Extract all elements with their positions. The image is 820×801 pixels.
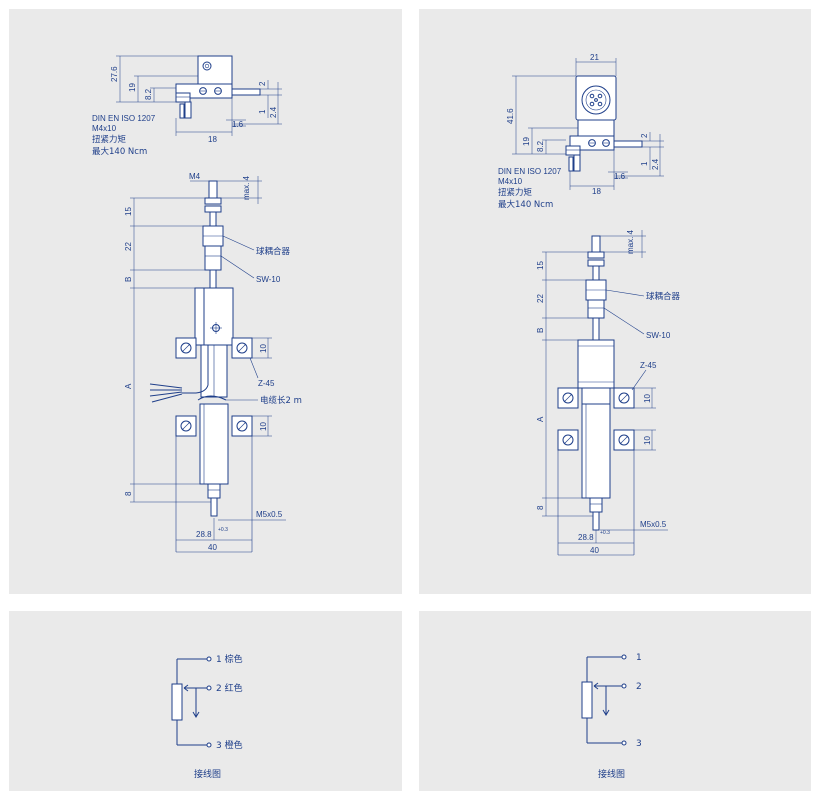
- left-dim-27-6: 27.6: [110, 66, 119, 82]
- left-dim-28-8: 28.8: [196, 530, 212, 539]
- right-top-view: [512, 58, 664, 190]
- right-dim-m5: M5x0.5: [640, 520, 667, 529]
- right-m4x10-label: M4x10: [498, 177, 523, 186]
- right-dim-2-4: 2.4: [651, 158, 660, 170]
- left-dim-22: 22: [124, 242, 133, 251]
- left-dim-19: 19: [128, 83, 137, 92]
- left-dim-15: 15: [124, 207, 133, 216]
- right-dim-15: 15: [536, 261, 545, 270]
- right-pin2-label: 2: [636, 682, 642, 692]
- right-dim-8-2: 8.2: [536, 140, 545, 152]
- right-dim-40: 40: [590, 546, 599, 555]
- left-dim-8-2: 8.2: [144, 88, 153, 100]
- right-pin3-label: 3: [636, 739, 642, 749]
- left-pin2-label: 2 红色: [216, 682, 243, 694]
- left-dim-10a: 10: [259, 344, 268, 353]
- left-dim-m4: M4: [189, 172, 201, 181]
- left-dim-18: 18: [208, 135, 217, 144]
- right-side-view: [542, 230, 668, 556]
- left-dim-max4: max. 4: [242, 175, 251, 200]
- right-torque-max-label: 最大140 Ncm: [498, 199, 553, 210]
- left-dim-40: 40: [208, 543, 217, 552]
- left-wiring-caption: 接线图: [194, 768, 221, 780]
- right-dim-1-6: 1.6: [614, 172, 626, 181]
- left-torque-label: 扭紧力矩: [92, 134, 127, 145]
- right-pin1-label: 1: [636, 653, 642, 663]
- left-dim-m5: M5x0.5: [256, 510, 283, 519]
- left-side-view: [130, 176, 286, 553]
- left-ball-coupler-label: 球耦合器: [256, 246, 291, 257]
- left-dim-a: A: [124, 383, 133, 389]
- left-dim-1-6: 1.6: [232, 120, 244, 129]
- right-wiring-panel: [419, 611, 811, 791]
- right-ball-coupler-label: 球耦合器: [646, 291, 681, 302]
- left-dim-10b: 10: [259, 422, 268, 431]
- right-dim-19: 19: [522, 137, 531, 146]
- right-dim-b: B: [536, 328, 545, 333]
- left-m4x10-label: M4x10: [92, 124, 117, 133]
- left-pin3-label: 3 橙色: [216, 739, 243, 751]
- left-pin1-label: 1 棕色: [216, 653, 243, 665]
- left-dim-b: B: [124, 277, 133, 282]
- right-dim-10b: 10: [643, 436, 652, 445]
- left-wiring-panel: [9, 611, 402, 791]
- left-torque-max-label: 最大140 Ncm: [92, 146, 147, 157]
- right-dim-41-6: 41.6: [506, 108, 515, 124]
- left-wiring-diagram: [171, 656, 212, 748]
- right-dim-28-8: 28.8: [578, 533, 594, 542]
- right-dim-8: 8: [536, 505, 545, 510]
- right-dim-tol: +0.3: [600, 530, 610, 536]
- right-dim-22: 22: [536, 294, 545, 303]
- right-dim-a: A: [536, 416, 545, 422]
- left-z45-label: Z-45: [258, 379, 275, 388]
- left-dim-tol: +0.3: [218, 527, 228, 533]
- left-cable-label: 电缆长2 m: [260, 395, 302, 406]
- right-wiring-caption: 接线图: [598, 768, 625, 780]
- left-dim-1: 1: [258, 109, 267, 114]
- right-dim-10a: 10: [643, 394, 652, 403]
- right-dim-18: 18: [592, 187, 601, 196]
- right-dim-1: 1: [640, 161, 649, 166]
- right-din-label: DIN EN ISO 1207: [498, 167, 562, 176]
- left-top-view: [116, 55, 282, 136]
- left-din-label: DIN EN ISO 1207: [92, 114, 156, 123]
- right-sw10-label: SW-10: [646, 331, 671, 340]
- left-sw10-label: SW-10: [256, 275, 281, 284]
- right-dim-2: 2: [640, 133, 649, 138]
- left-dim-2-4: 2.4: [269, 106, 278, 118]
- right-wiring-diagram: [581, 654, 627, 746]
- right-torque-label: 扭紧力矩: [498, 187, 533, 198]
- left-dim-8: 8: [124, 491, 133, 496]
- left-dim-2: 2: [258, 81, 267, 86]
- right-dim-max4: max. 4: [626, 229, 635, 254]
- right-z45-label: Z-45: [640, 361, 657, 370]
- right-dim-21: 21: [590, 53, 599, 62]
